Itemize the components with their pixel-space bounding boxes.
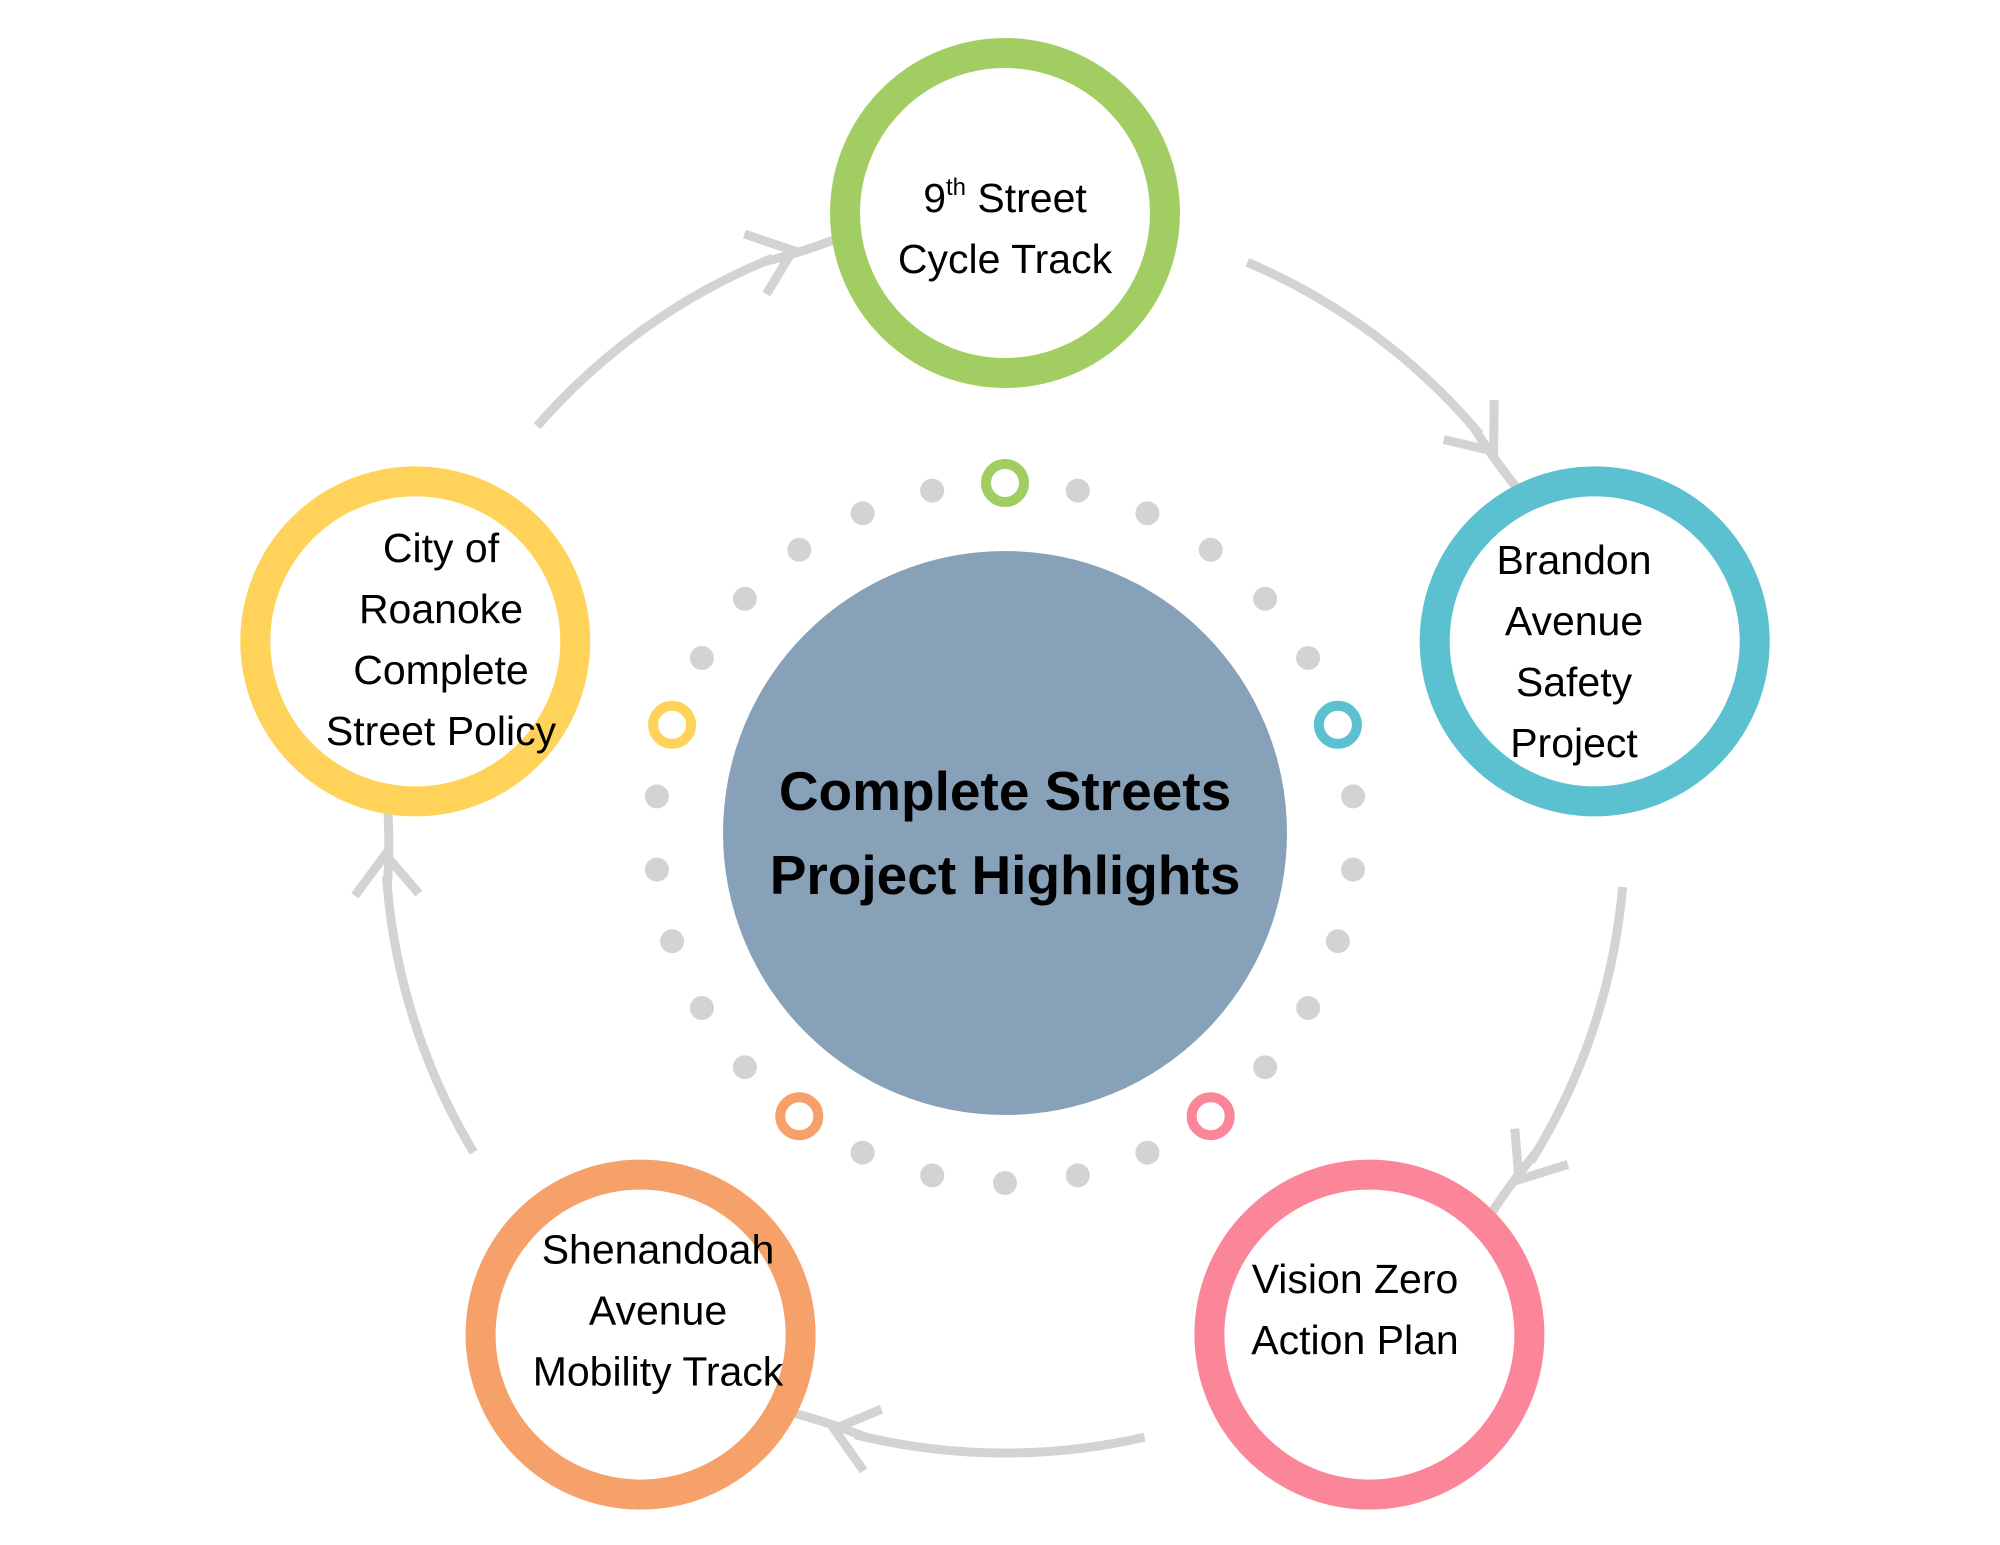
node-label-roanoke-line-4: Street Policy [325,708,557,754]
connector-arc [853,1430,1146,1458]
ring-dot [732,1055,757,1080]
center-title: Complete Streets Project Highlights [770,749,1241,917]
ring-dot [644,784,669,809]
connector-arc [1245,258,1484,438]
ring-dot [1198,537,1223,562]
ring-dot [1296,996,1321,1020]
node-label-cycle-track-rest: Street [966,175,1087,221]
node-label-vision-zero-line-2: Action Plan [1251,1317,1459,1363]
node-label-cycle-track-line-2: Cycle Track [897,236,1113,282]
node-ring-brandon [1419,466,1770,817]
ring-dot [660,929,685,954]
node-ring-shenandoah [465,1159,816,1510]
node-label-roanoke-line-1: City of [382,525,500,571]
ring-dot [920,478,945,503]
ring-dot [689,996,714,1020]
node-ring-roanoke [240,466,591,817]
node-label-brandon-line-2: Avenue [1504,598,1644,644]
node-label-brandon-line-3: Safety [1515,659,1633,705]
ring-dot [1135,1140,1160,1165]
center-circle [723,551,1287,1115]
ring-dot [1325,929,1350,954]
node-label-vision-zero: Vision Zero Action Plan [1251,1249,1458,1371]
ring-dot [689,646,714,670]
arrowhead-icon [1442,400,1499,457]
center-title-line-2: Project Highlights [769,844,1241,906]
dotted-ring [644,459,1366,1195]
arrowhead-icon [1510,1128,1570,1186]
node-label-shenandoah-line-2: Avenue [588,1287,728,1334]
node-label-shenandoah-line-3: Mobility Track [532,1348,784,1395]
ring-marker [981,459,1029,507]
node-label-vision-zero-line-1: Vision Zero [1251,1256,1459,1302]
ring-dot [993,1171,1017,1195]
node-label-cycle-track: 9th Street Cycle Track [898,168,1112,290]
node-label-roanoke: City of Roanoke Complete Street Policy [326,518,556,762]
ring-marker [775,1092,824,1141]
node-label-brandon: Brandon Avenue Safety Project [1496,530,1651,774]
connector-arc [533,253,775,430]
ring-dot [920,1163,945,1188]
ring-dot [1341,784,1366,809]
node-label-brandon-line-4: Project [1510,720,1638,766]
ring-marker [648,700,697,749]
ring-dot [787,537,812,562]
connector-arc [1526,886,1628,1164]
arrowhead-icon [827,1405,884,1474]
node-label-roanoke-line-2: Roanoke [358,586,524,632]
node-label-roanoke-line-3: Complete [353,647,529,693]
ring-dot [644,857,669,882]
ring-dot [1065,1163,1090,1188]
ring-dot [1341,857,1366,882]
node-label-shenandoah-line-1: Shenandoah [541,1226,775,1273]
node-label-cycle-track-num: 9 [923,175,946,221]
ring-dot [850,501,875,526]
node-ring-cycle-track [830,38,1180,388]
ring-marker [1186,1092,1235,1141]
ring-dot [1135,501,1160,526]
connector-arc [382,875,478,1155]
ring-dot [1253,1055,1278,1080]
ring-dot [1296,646,1321,670]
node-label-shenandoah: Shenandoah Avenue Mobility Track [533,1220,784,1403]
node-ring-vision-zero [1194,1159,1545,1510]
ring-dot [850,1140,875,1165]
arrowhead-icon [742,229,800,297]
node-label-cycle-track-sup: th [946,174,967,202]
ring-dot [732,586,757,611]
node-label-brandon-line-1: Brandon [1496,537,1652,583]
project-nodes [240,38,1770,1510]
arrowhead-icon [351,847,423,899]
center-title-line-1: Complete Streets [778,760,1232,822]
ring-marker [1313,700,1362,749]
ring-dot [1253,586,1278,611]
ring-dot [1065,478,1090,503]
